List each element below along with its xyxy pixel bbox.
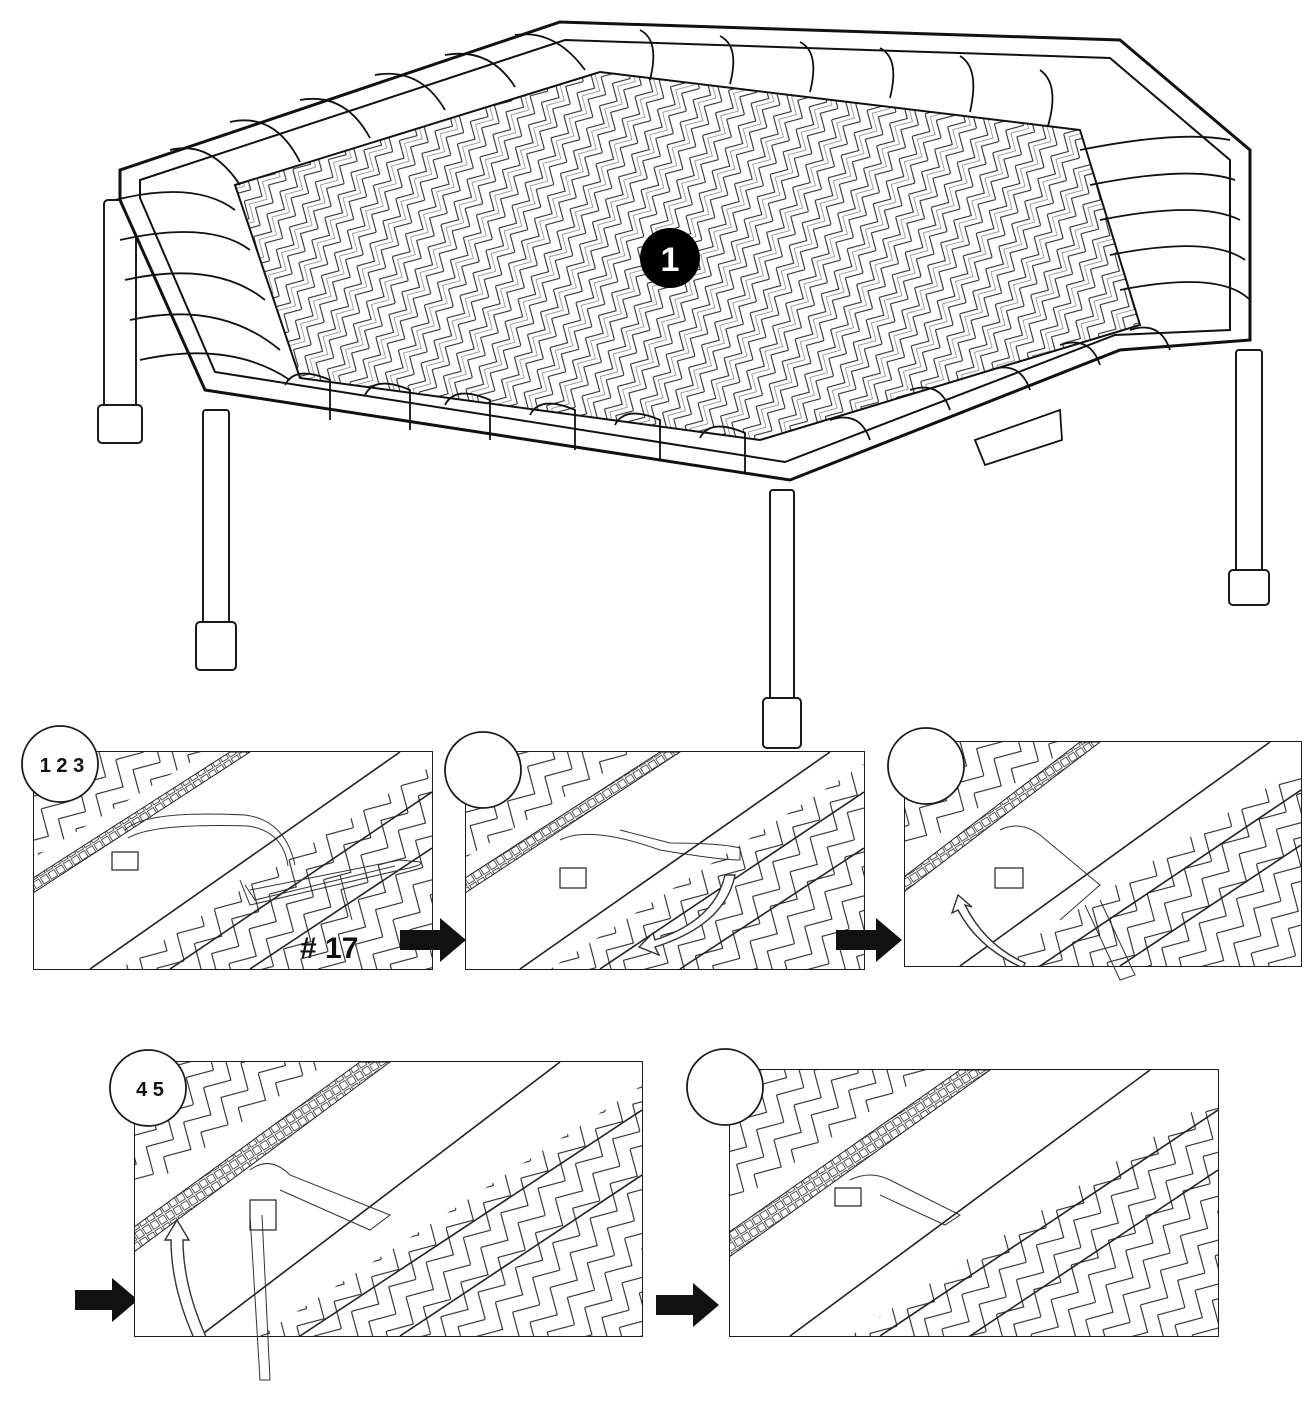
step-panel-3 [887, 727, 1302, 981]
svg-text:1 2 3: 1 2 3 [40, 755, 84, 777]
step-panel-5 [686, 1048, 1219, 1337]
step-badge-4: 4 5 [109, 1049, 187, 1127]
step-panel-2 [444, 731, 865, 970]
svg-text:4 5: 4 5 [136, 1079, 164, 1101]
step-badge-2 [444, 731, 522, 809]
step-arrow-4 [656, 1283, 719, 1327]
trampoline-illustration: 1 [97, 20, 1270, 749]
trampoline-springs [114, 29, 1251, 473]
step-arrow-1 [400, 918, 466, 962]
mat-part-badge: 1 [640, 228, 700, 288]
step-panel-1: 1 2 3 # 17 [21, 725, 433, 970]
step-badge-1: 1 2 3 [21, 725, 99, 803]
leg-bracket-plate [973, 408, 1063, 467]
step-badge-5 [686, 1048, 764, 1126]
step-arrow-2 [836, 918, 902, 962]
step-badge-3 [887, 727, 965, 805]
step-arrow-3 [75, 1278, 138, 1322]
step-panel-4: 4 5 [109, 1049, 643, 1381]
trampoline-legs [97, 199, 1270, 749]
part-label-spring: # 17 [300, 932, 358, 965]
svg-text:1: 1 [661, 241, 680, 279]
